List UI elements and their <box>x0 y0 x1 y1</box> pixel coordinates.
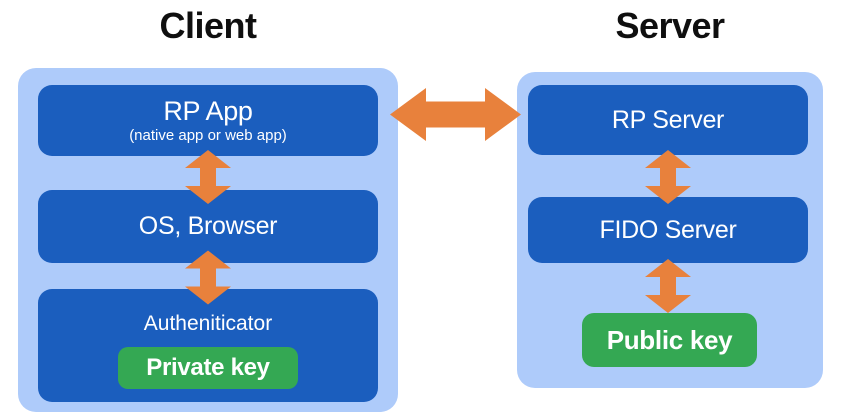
public-key-label: Public key <box>606 324 733 355</box>
rp-app-box: RP App (native app or web app) <box>38 85 378 156</box>
rp-server-label: RP Server <box>611 105 725 134</box>
public-key-box: Public key <box>582 313 757 367</box>
client-server-double-arrow-icon <box>390 88 521 141</box>
rpapp-osbrowser-double-arrow-icon <box>185 150 231 204</box>
server-title: Server <box>615 5 725 46</box>
rpserver-fidoserver-double-arrow-icon <box>645 150 691 204</box>
rp-server-box: RP Server <box>528 85 808 155</box>
fido-server-box: FIDO Server <box>528 197 808 263</box>
fido-server-label: FIDO Server <box>599 215 737 244</box>
fidoserver-publickey-double-arrow-icon <box>645 259 691 313</box>
rp-app-label: RP App <box>163 95 253 126</box>
os-browser-label: OS, Browser <box>138 212 278 240</box>
client-title: Client <box>159 5 257 46</box>
private-key-box: Private key <box>118 347 298 389</box>
authenticator-label: Autheniticator <box>143 312 273 335</box>
private-key-label: Private key <box>146 354 270 381</box>
authenticator-box: Autheniticator Private key <box>38 289 378 402</box>
rp-app-sublabel: (native app or web app) <box>129 126 287 144</box>
osbrowser-authenticator-double-arrow-icon <box>185 250 231 305</box>
